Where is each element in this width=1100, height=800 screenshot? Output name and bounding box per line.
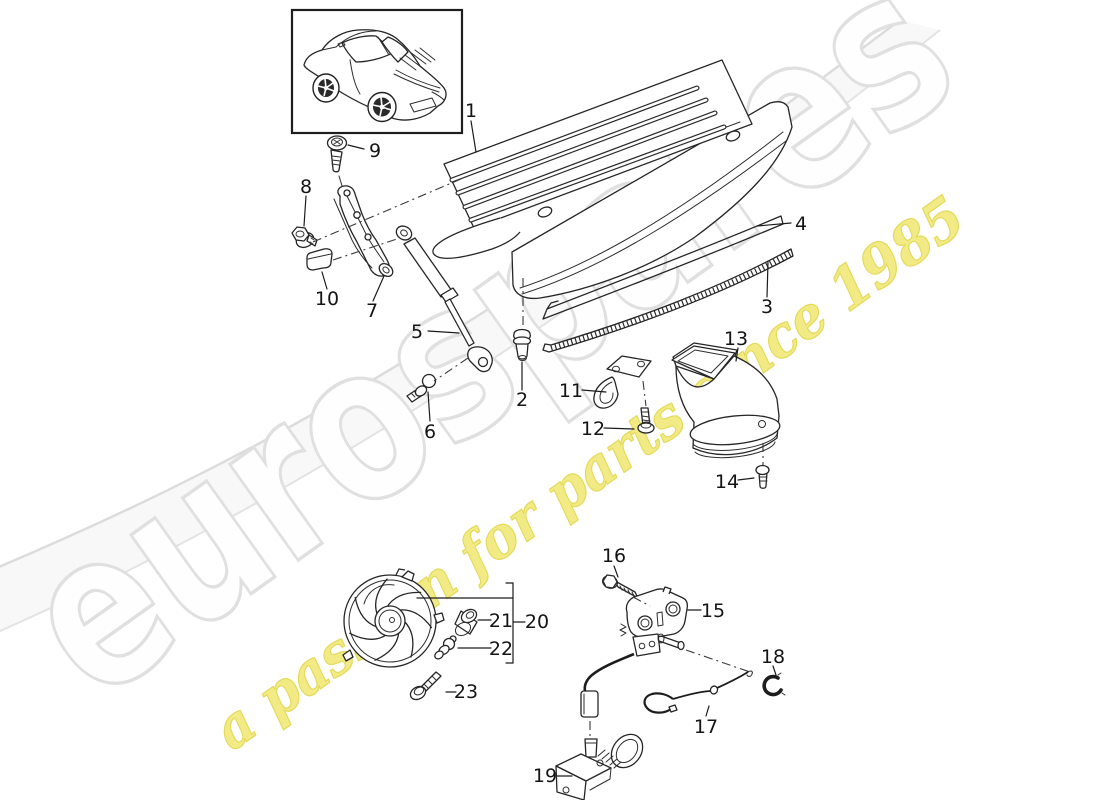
part-label-5: 5 xyxy=(411,321,423,343)
part-label-7: 7 xyxy=(366,300,378,322)
part-5-gas-strut xyxy=(395,225,493,373)
part-3-seal-strip xyxy=(542,248,794,353)
part-label-4: 4 xyxy=(795,213,807,235)
part-label-8: 8 xyxy=(300,176,312,198)
watermark-brand: eurospares xyxy=(0,0,997,748)
part-6-ball-stud xyxy=(406,373,437,403)
part-label-22: 22 xyxy=(489,638,513,660)
part-16-screw xyxy=(602,574,639,599)
part-label-15: 15 xyxy=(701,600,725,622)
part-10-cap xyxy=(306,248,333,271)
part-15-lock xyxy=(583,586,689,692)
part-label-10: 10 xyxy=(315,288,339,310)
part-label-14: 14 xyxy=(715,471,739,493)
vehicle-thumbnail-box xyxy=(290,8,464,135)
part-23-screw xyxy=(409,671,442,701)
part-label-12: 12 xyxy=(581,418,605,440)
part-label-3: 3 xyxy=(761,296,773,318)
vehicle-911-illustration xyxy=(303,29,447,123)
part-9-screw xyxy=(326,135,348,190)
part-4-trim-strip xyxy=(542,215,784,320)
part-label-6: 6 xyxy=(424,421,436,443)
part-17-release-cable xyxy=(643,670,753,714)
cable-plug xyxy=(580,690,599,718)
part-18-clip xyxy=(762,672,786,697)
part-21-bushing xyxy=(454,608,478,637)
group-20-bracket xyxy=(416,582,526,664)
part-label-9: 9 xyxy=(369,140,381,162)
part-label-1: 1 xyxy=(465,100,477,122)
part-label-13: 13 xyxy=(724,328,748,350)
part-label-11: 11 xyxy=(559,380,583,402)
rear-lid-panel xyxy=(511,101,793,300)
part-8-bolt xyxy=(291,226,318,249)
part-label-18: 18 xyxy=(761,646,785,668)
part-13-air-duct xyxy=(671,342,781,459)
part-label-20: 20 xyxy=(525,611,549,633)
part-label-2: 2 xyxy=(516,389,528,411)
part-label-21: 21 xyxy=(489,610,513,632)
part-14-screw xyxy=(755,464,770,489)
part-19-lock-actuator xyxy=(555,733,644,800)
part-12-screw xyxy=(637,407,655,434)
leader-lines xyxy=(303,120,792,777)
part-label-23: 23 xyxy=(454,681,478,703)
part-label-19: 19 xyxy=(533,765,557,787)
centerlines xyxy=(312,175,764,737)
part-7-hinge xyxy=(333,185,394,278)
part-1-grille xyxy=(432,59,753,260)
part-22-stud xyxy=(434,635,457,660)
cooling-fan-illustration xyxy=(342,568,445,668)
part-2-buffer xyxy=(512,328,532,361)
part-label-16: 16 xyxy=(602,545,626,567)
part-label-17: 17 xyxy=(694,716,718,738)
